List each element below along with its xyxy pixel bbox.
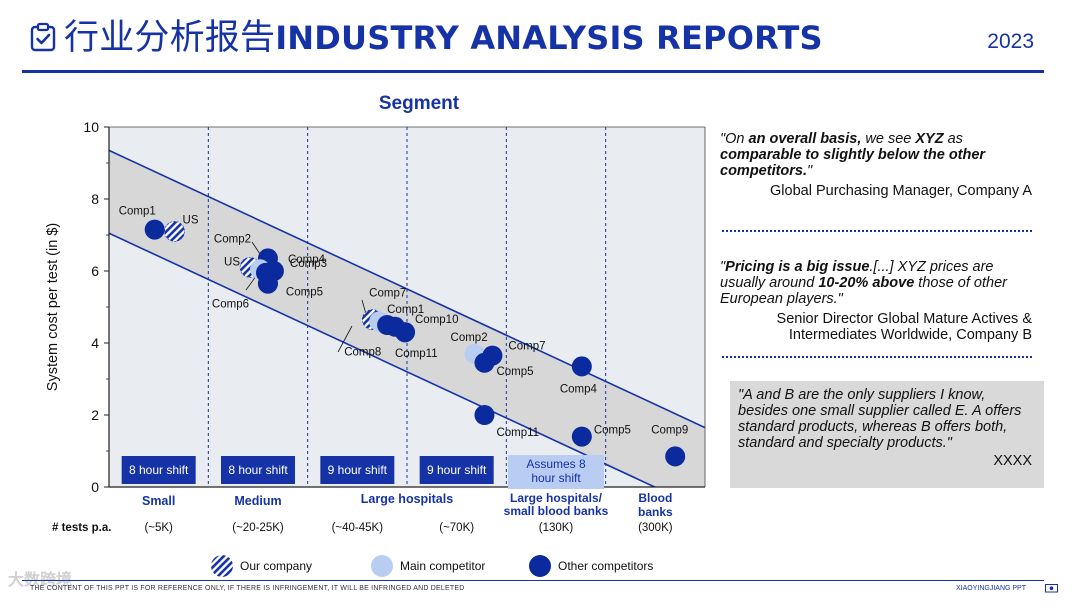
point-label: Comp5	[286, 287, 323, 299]
shift-box	[320, 456, 395, 484]
legend-label: Other competitors	[558, 559, 654, 573]
quote-1-author: Global Purchasing Manager, Company A	[770, 183, 1032, 199]
header: 行业分析报告INDUSTRY ANALYSIS REPORTS 2023	[0, 0, 1080, 73]
segment-label: banks	[638, 505, 673, 519]
legend-label: Main competitor	[400, 559, 486, 573]
leader-line	[361, 299, 367, 315]
y-tick-label: 6	[91, 263, 99, 279]
footer-disclaimer: THE CONTENT OF THIS PPT IS FOR REFERENCE…	[30, 585, 465, 592]
y-tick-label: 10	[83, 119, 99, 135]
footer-brand: XIAOYINGJIANG PPT	[955, 585, 1026, 592]
legend-label: Our company	[240, 559, 313, 573]
quote-divider	[722, 230, 1032, 232]
quote-2: "Pricing is a big issue.[...] XYZ prices…	[720, 259, 1032, 343]
point-label: Comp6	[212, 299, 249, 311]
data-point-comp5	[571, 426, 592, 447]
test-count-label: (~20-25K)	[232, 522, 284, 534]
page-title: 行业分析报告INDUSTRY ANALYSIS REPORTS	[64, 18, 823, 58]
point-label: Comp2	[214, 233, 251, 245]
data-point-comp4	[571, 356, 592, 377]
data-point-us	[164, 221, 185, 242]
test-count-label: (300K)	[638, 522, 673, 534]
data-point-comp6	[257, 273, 278, 294]
footer: THE CONTENT OF THIS PPT IS FOR REFERENCE…	[0, 580, 1080, 608]
light-circle-icon	[371, 555, 393, 577]
segment-label: Small	[142, 494, 175, 508]
shift-label: 9 hour shift	[328, 463, 388, 477]
point-label: Comp1	[387, 304, 424, 316]
segment-label: Medium	[234, 494, 281, 508]
leader-line	[337, 325, 353, 353]
quote-2-text: "Pricing is a big issue.[...] XYZ prices…	[720, 259, 1007, 307]
legend-item-main-competitor: Main competitor	[370, 553, 485, 579]
point-label: Comp11	[395, 348, 438, 360]
quote-3: "A and B are the only suppliers I know, …	[730, 381, 1044, 488]
y-tick-label: 0	[91, 479, 99, 495]
quote-1-text: "On an overall basis, we see XYZ as comp…	[720, 131, 986, 179]
shift-box	[508, 455, 604, 489]
test-count-label: (~5K)	[144, 522, 173, 534]
data-point-comp11	[474, 405, 495, 425]
y-tick-label: 8	[91, 191, 99, 207]
quote-divider	[722, 356, 1032, 358]
legend-item-our-company: Our company	[210, 553, 312, 579]
test-count-label: (130K)	[539, 522, 574, 534]
shift-label: Assumes 8	[526, 457, 586, 471]
dark-circle-icon	[529, 555, 551, 577]
footer-divider	[22, 580, 1044, 581]
data-point-comp1	[144, 219, 165, 240]
point-label: US	[183, 214, 199, 226]
legend-item-other-competitors: Other competitors	[528, 553, 653, 579]
point-label: Comp7	[369, 287, 406, 299]
y-axis-label: System cost per test (in $)	[45, 223, 61, 391]
point-label: US	[224, 256, 240, 268]
clipboard-check-icon	[30, 22, 56, 52]
price-band	[109, 150, 705, 487]
quote-3-text: "A and B are the only suppliers I know, …	[738, 387, 1022, 451]
legend: Our company Main competitor Other compet…	[210, 553, 690, 579]
shift-label: 8 hour shift	[129, 463, 189, 477]
year-label: 2023	[987, 30, 1034, 53]
point-label: Comp4	[288, 254, 326, 266]
header-divider	[22, 70, 1044, 73]
segment-label: Blood	[638, 491, 672, 505]
data-point-comp5	[474, 352, 495, 373]
point-label: Comp8	[344, 347, 381, 359]
point-label: Comp11	[496, 427, 539, 439]
segment-label: Large hospitals/	[510, 491, 603, 505]
data-point-comp11	[395, 322, 416, 343]
test-count-label: (~70K)	[439, 522, 474, 534]
screen-icon	[1045, 584, 1058, 593]
point-label: Comp4	[560, 383, 598, 395]
shift-label: 8 hour shift	[228, 463, 288, 477]
point-label: Comp10	[415, 314, 458, 326]
point-label: Comp3	[290, 258, 327, 270]
page-title-en: INDUSTRY ANALYSIS REPORTS	[275, 19, 823, 57]
shift-label: hour shift	[531, 471, 581, 485]
point-label: Comp2	[451, 332, 488, 344]
y-tick-label: 2	[91, 407, 99, 423]
data-point-comp9	[665, 446, 686, 467]
test-count-label: (~40-45K)	[332, 522, 384, 534]
point-label: Comp5	[496, 366, 533, 378]
hatched-circle-icon	[211, 555, 233, 577]
quote-3-author: XXXX	[993, 453, 1032, 469]
shift-box	[221, 456, 295, 484]
point-label: Comp1	[119, 206, 156, 218]
shift-box	[419, 456, 494, 484]
segment-label: Large hospitals	[361, 492, 453, 506]
point-label: Comp7	[508, 341, 545, 353]
shift-label: 9 hour shift	[427, 463, 487, 477]
segment-label: small blood banks	[504, 504, 609, 518]
quote-1: "On an overall basis, we see XYZ as comp…	[720, 131, 1032, 199]
test-row-label: # tests p.a.	[52, 522, 111, 534]
page-title-cn: 行业分析报告	[64, 18, 276, 58]
quote-2-author: Senior Director Global Mature Actives & …	[776, 311, 1032, 343]
point-label: Comp5	[594, 425, 631, 437]
y-tick-label: 4	[91, 335, 99, 351]
point-label: Comp9	[651, 424, 688, 436]
shift-box	[121, 456, 196, 484]
chart-title: Segment	[379, 93, 460, 114]
